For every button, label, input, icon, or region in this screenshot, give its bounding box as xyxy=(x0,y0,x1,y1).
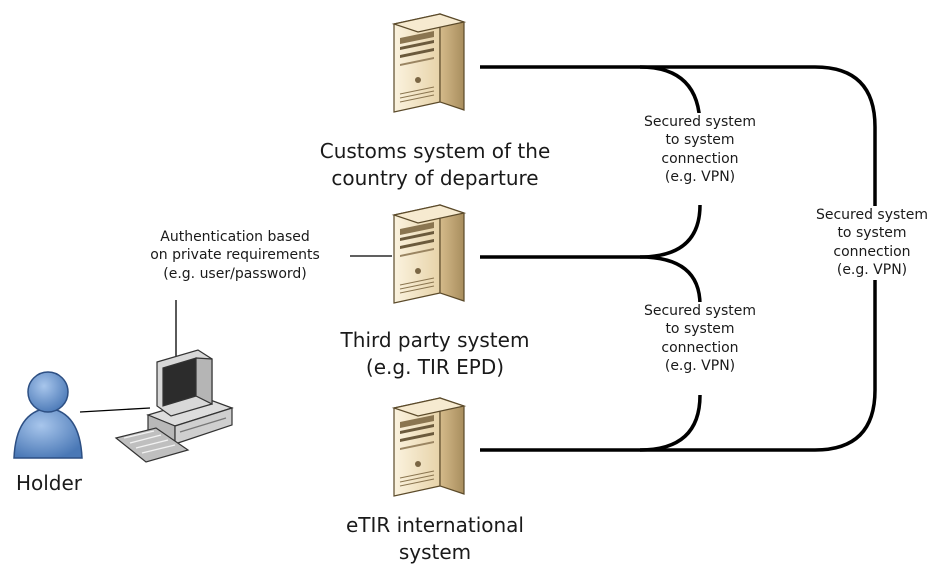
customs-label-line-2: country of departure xyxy=(331,166,539,190)
authentication-label: Authentication based on private requirem… xyxy=(120,228,350,284)
etir-label-line-2: system xyxy=(398,540,472,564)
customs-system-label: Customs system of the country of departu… xyxy=(290,138,580,192)
upper-conn-line-2: to system xyxy=(665,132,735,149)
upper-branch-bottom xyxy=(639,204,702,259)
outer-connection-label: Secured system to system connection (e.g… xyxy=(797,206,947,280)
holder-person-icon xyxy=(13,371,83,459)
third-party-label-line-2: (e.g. TIR EPD) xyxy=(365,355,505,379)
upper-conn-line-3: connection xyxy=(661,150,739,167)
third-party-system-label: Third party system (e.g. TIR EPD) xyxy=(300,327,570,381)
lower-branch-top xyxy=(639,255,702,306)
auth-label-line-2: on private requirements xyxy=(150,247,320,264)
auth-label-line-3: (e.g. user/password) xyxy=(163,265,307,282)
lower-conn-line-1: Secured system xyxy=(643,303,757,319)
third-party-server-icon xyxy=(393,204,465,304)
workstation-icon xyxy=(114,349,234,463)
etir-label-line-1: eTIR international xyxy=(346,513,524,537)
etir-system-label: eTIR international system xyxy=(310,512,560,566)
etir-server-icon xyxy=(393,397,465,497)
outer-conn-line-3: connection xyxy=(833,243,911,260)
upper-conn-line-1: Secured system xyxy=(643,114,757,130)
lower-conn-line-4: (e.g. VPN) xyxy=(664,358,736,375)
customs-server-icon xyxy=(393,13,465,113)
upper-connection-label: Secured system to system connection (e.g… xyxy=(630,113,770,187)
lower-branch-bottom xyxy=(639,394,702,452)
lower-connection-label: Secured system to system connection (e.g… xyxy=(630,302,770,376)
holder-to-computer-line xyxy=(79,407,151,413)
third-party-label-line-1: Third party system xyxy=(340,328,530,352)
auth-label-line-1: Authentication based xyxy=(160,229,310,245)
outer-conn-line-1: Secured system xyxy=(815,207,929,223)
lower-conn-line-2: to system xyxy=(665,321,735,338)
lower-conn-line-3: connection xyxy=(661,339,739,356)
customs-label-line-1: Customs system of the xyxy=(319,139,551,163)
upper-conn-line-4: (e.g. VPN) xyxy=(664,169,736,186)
outer-conn-line-4: (e.g. VPN) xyxy=(836,262,908,279)
holder-label: Holder xyxy=(15,471,83,495)
outer-conn-line-2: to system xyxy=(837,225,907,242)
